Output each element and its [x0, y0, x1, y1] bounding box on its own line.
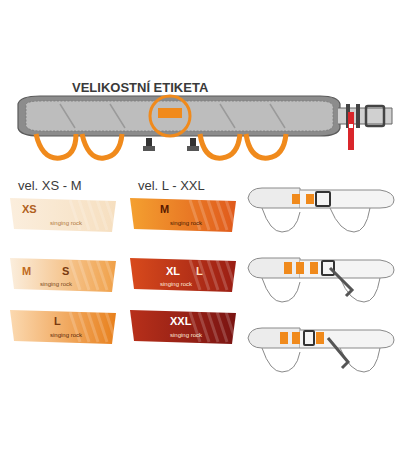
- title: VELIKOSTNÍ ETIKETA: [72, 80, 208, 95]
- size-letter: XS: [22, 204, 37, 215]
- brand-text: singing rock: [160, 281, 192, 287]
- size-letter: L: [54, 316, 61, 327]
- size-tag: XL Lsinging rock: [130, 258, 236, 292]
- buckle-steps: [248, 188, 394, 372]
- size-letter: S: [62, 266, 69, 277]
- brand-text: singing rock: [170, 220, 202, 226]
- size-tag: XXL singing rock: [130, 310, 236, 344]
- tag-shape: [10, 310, 116, 344]
- brand-text: singing rock: [50, 332, 82, 338]
- tag-shape: [130, 198, 236, 232]
- column-heading: vel. L - XXL: [138, 178, 205, 193]
- size-letter: L: [196, 266, 203, 277]
- size-tag: XS singing rock: [10, 198, 116, 232]
- brand-text: singing rock: [50, 220, 82, 226]
- column-heading: vel. XS - M: [18, 178, 82, 193]
- brand-text: singing rock: [40, 281, 72, 287]
- size-tag: Lsinging rock: [10, 310, 116, 344]
- size-letter: XL: [166, 266, 180, 277]
- brand-text: singing rock: [170, 332, 202, 338]
- size-letter: M: [22, 266, 31, 277]
- size-tag: M Ssinging rock: [10, 258, 116, 292]
- size-tag: Msinging rock: [130, 198, 236, 232]
- size-letter: M: [160, 204, 169, 215]
- size-letter: XXL: [170, 316, 191, 327]
- waist-belt: [18, 96, 392, 158]
